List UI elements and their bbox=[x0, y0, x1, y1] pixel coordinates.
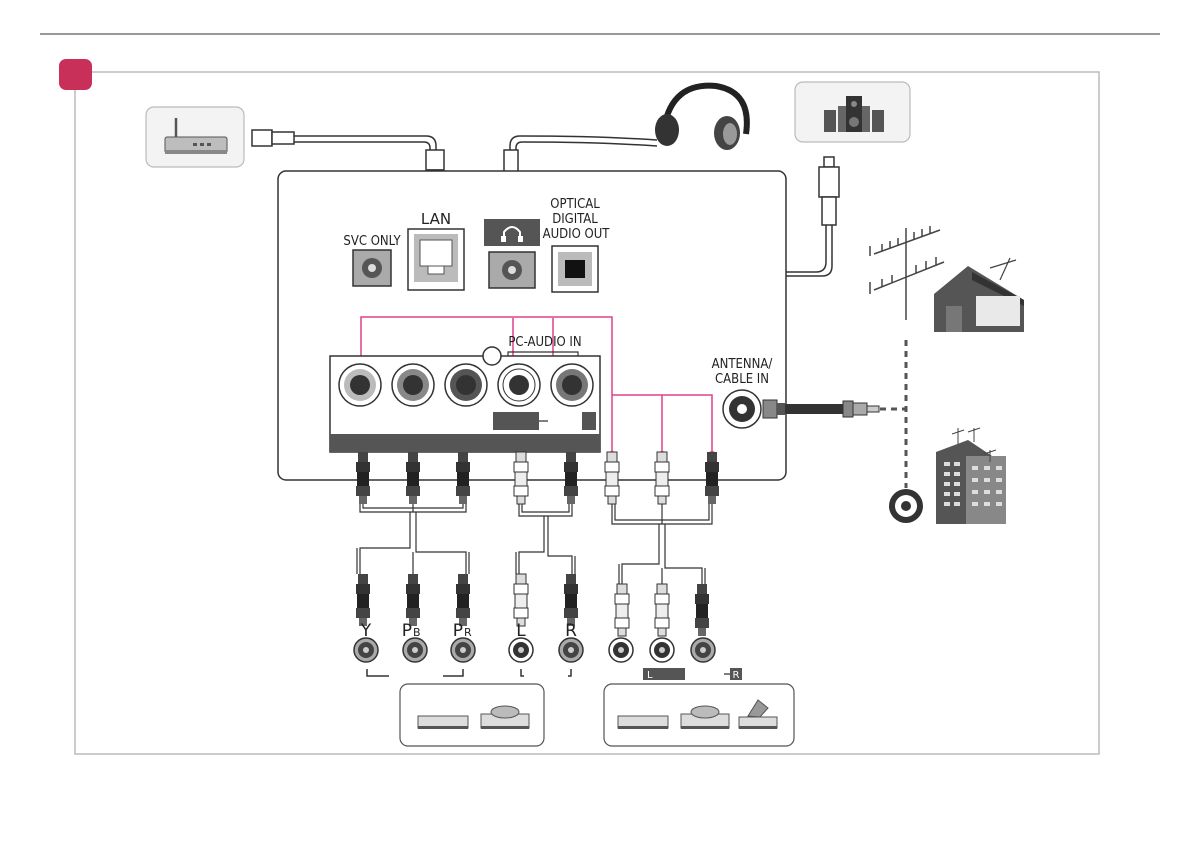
jack-audio-l bbox=[498, 364, 540, 406]
svg-text:L: L bbox=[647, 670, 653, 681]
vcr-icon bbox=[618, 716, 668, 729]
optical-label-line2: DIGITAL bbox=[552, 212, 598, 227]
pc-audio-in-label: PC-AUDIO IN bbox=[508, 335, 581, 350]
optical-port bbox=[552, 246, 598, 292]
jack-pr bbox=[445, 364, 487, 406]
jack-y bbox=[339, 364, 381, 406]
av-devices-box bbox=[604, 684, 794, 746]
antenna-icon bbox=[870, 226, 944, 320]
house-icon bbox=[934, 258, 1024, 332]
lan-label: LAN bbox=[421, 210, 451, 228]
av-lr-labels: L R bbox=[643, 668, 742, 681]
antenna-label-line1: ANTENNA/ bbox=[712, 357, 773, 372]
headphones-icon bbox=[655, 86, 747, 150]
optical-label-line3: AUDIO OUT bbox=[543, 227, 611, 242]
headphone-port bbox=[484, 219, 540, 288]
antenna-port bbox=[723, 390, 761, 428]
component-devices-box bbox=[400, 684, 544, 746]
apartment-building-icon bbox=[936, 428, 1006, 524]
optical-label-line1: OPTICAL bbox=[550, 197, 600, 212]
svc-only-label: SVC ONLY bbox=[343, 234, 401, 249]
lan-port bbox=[408, 229, 464, 290]
antenna-label-line2: CABLE IN bbox=[715, 372, 769, 387]
plug-label-pr-sub: R bbox=[464, 626, 472, 639]
router-icon bbox=[146, 107, 244, 167]
jack-brackets bbox=[367, 669, 571, 676]
svg-text:R: R bbox=[733, 670, 740, 681]
speaker-system-icon bbox=[795, 82, 910, 142]
jack-audio-r bbox=[551, 364, 593, 406]
svc-only-port bbox=[353, 250, 391, 286]
jack-pb bbox=[392, 364, 434, 406]
step-badge bbox=[59, 59, 92, 90]
plug-label-pb-sub: B bbox=[413, 626, 421, 639]
dvd-player-icon bbox=[418, 716, 468, 729]
cable-outlet-icon bbox=[889, 489, 923, 523]
plug-label-pb: P bbox=[402, 621, 412, 641]
